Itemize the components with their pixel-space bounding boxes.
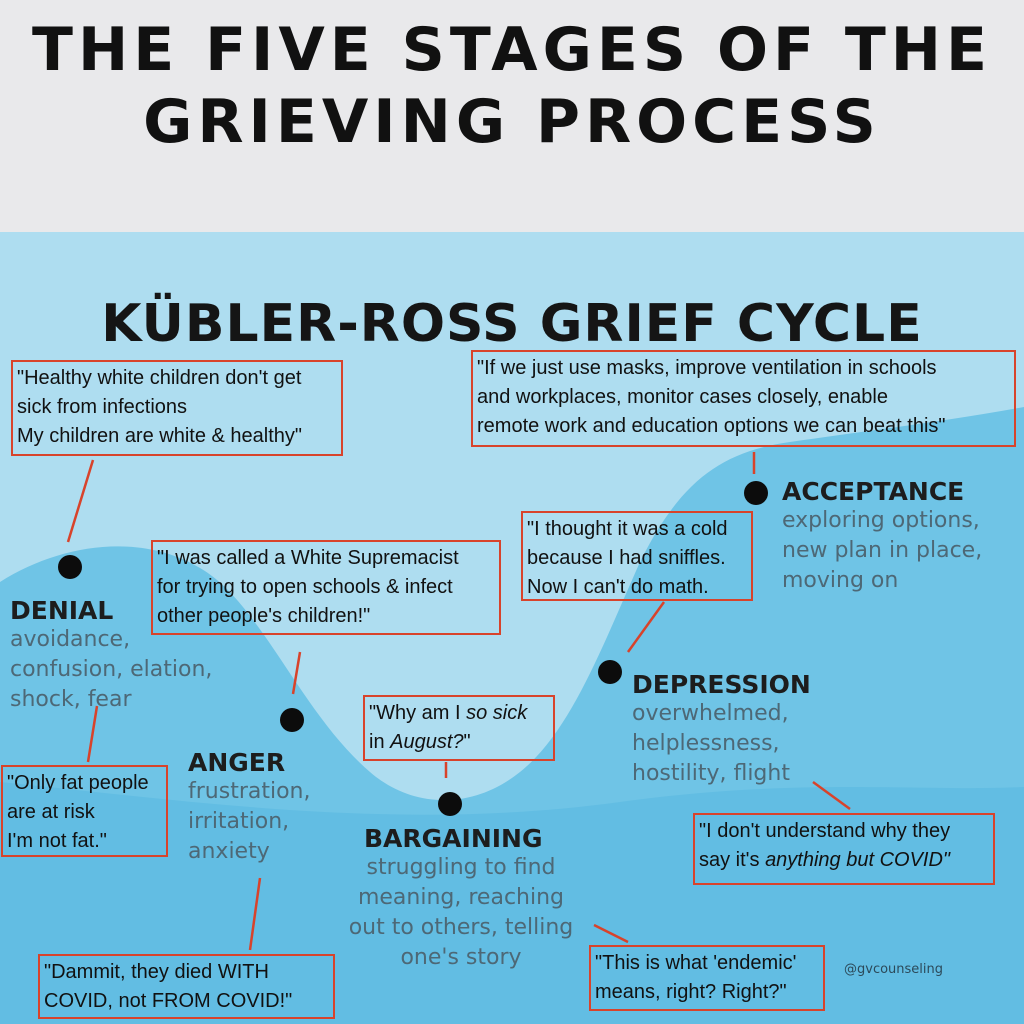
stage-desc-line: overwhelmed, [632,701,789,726]
quote-bargaining-bottom: "This is what 'endemic' means, right? Ri… [589,945,825,1011]
quote-line: My children are white & healthy" [17,425,303,447]
quote-line: "Why am I so sick [369,699,549,728]
bargaining-dot [438,792,462,816]
stage-desc-line: confusion, elation, [10,657,213,682]
stage-anger: ANGER frustration, irritation, anxiety [188,748,310,867]
quote-line: for trying to open schools & infect [157,576,453,598]
quote-bargaining-top: "Why am I so sick in August?" [363,695,555,761]
stage-desc-line: struggling to find [366,855,556,880]
quote-text: "Why am I [369,702,467,724]
quote-line: sick from infections [17,396,188,418]
stage-desc-line: anxiety [188,839,270,864]
diagram-title: KÜBLER-ROSS GRIEF CYCLE [101,294,923,354]
stage-name: ANGER [188,748,286,777]
quote-emphasis: so sick [466,702,528,724]
quote-line: in August?" [369,728,549,757]
stage-acceptance: ACCEPTANCE exploring options, new plan i… [782,477,982,596]
stage-desc-line: frustration, [188,779,311,804]
stage-desc-line: hostility, flight [632,761,790,786]
stage-depression: DEPRESSION overwhelmed, helplessness, ho… [632,670,811,789]
quote-line: I'm not fat." [7,830,107,852]
curve-background [0,232,1024,1024]
stage-bargaining: BARGAINING struggling to find meaning, r… [336,824,586,973]
stage-desc-line: meaning, reaching [357,885,565,910]
quote-line: "I thought it was a cold [527,518,728,540]
stage-desc-line: new plan in place, [782,538,983,563]
stage-name: DEPRESSION [632,670,811,699]
quote-emphasis: August? [390,731,464,753]
stage-denial: DENIAL avoidance, confusion, elation, sh… [10,596,212,715]
quote-line: "Only fat people [7,772,149,794]
quote-anger-top: "I was called a White Supremacist for tr… [151,540,501,635]
quote-depression-bottom: "I don't understand why they say it's an… [693,813,995,885]
quote-text: in [369,731,391,753]
quote-line: are at risk [7,801,95,823]
credit-handle: @gvcounseling [844,962,944,977]
quote-line: "If we just use masks, improve ventilati… [477,357,937,379]
quote-line: "Dammit, they died WITH [44,961,269,983]
stage-desc-line: exploring options, [782,508,980,533]
quote-emphasis: anything but COVID" [765,849,951,871]
quote-line: means, right? Right?" [595,981,787,1003]
page-title-text: THE FIVE STAGES OF THE GRIEVING PROCESS [32,15,992,157]
connector-lines [66,452,851,951]
quote-line: remote work and education options we can… [477,415,946,437]
stage-desc-line: avoidance, [10,627,131,652]
quote-line: Now I can't do math. [527,576,709,598]
stage-desc-line: out to others, telling [348,915,574,940]
quote-line: COVID, not FROM COVID!" [44,990,293,1012]
quote-text: say it's [699,849,766,871]
stage-desc-line: irritation, [188,809,290,834]
stage-name: DENIAL [10,596,114,625]
stage-desc-line: moving on [782,568,899,593]
quote-line: "Healthy white children don't get [17,367,302,389]
quote-line: and workplaces, monitor cases closely, e… [477,386,888,408]
quote-line: say it's anything but COVID" [699,846,989,875]
stage-desc-line: helplessness, [632,731,780,756]
stage-name: BARGAINING [364,824,543,853]
quote-acceptance: "If we just use masks, improve ventilati… [471,350,1016,447]
quote-line: "I was called a White Supremacist [157,547,459,569]
page-title: THE FIVE STAGES OF THE GRIEVING PROCESS [0,14,1024,158]
acceptance-dot [744,481,768,505]
quote-line: "I don't understand why they [699,820,951,842]
diagram-panel: KÜBLER-ROSS GRIEF CYCLE DENIAL avoidance… [0,232,1024,1024]
stage-desc-line: shock, fear [10,687,132,712]
quote-line: because I had sniffles. [527,547,726,569]
quote-denial-top: "Healthy white children don't get sick f… [11,360,343,456]
quote-anger-bottom: "Dammit, they died WITH COVID, not FROM … [38,954,335,1019]
header-bar: THE FIVE STAGES OF THE GRIEVING PROCESS [0,0,1024,232]
quote-text: " [463,731,471,753]
denial-dot [58,555,82,579]
stage-name: ACCEPTANCE [782,477,965,506]
depression-dot [598,660,622,684]
quote-depression-top: "I thought it was a cold because I had s… [521,511,753,601]
quote-line: "This is what 'endemic' [595,952,797,974]
quote-denial-bottom: "Only fat people are at risk I'm not fat… [1,765,168,857]
stage-desc-line: one's story [400,945,522,970]
anger-dot [280,708,304,732]
quote-line: other people's children!" [157,605,371,627]
